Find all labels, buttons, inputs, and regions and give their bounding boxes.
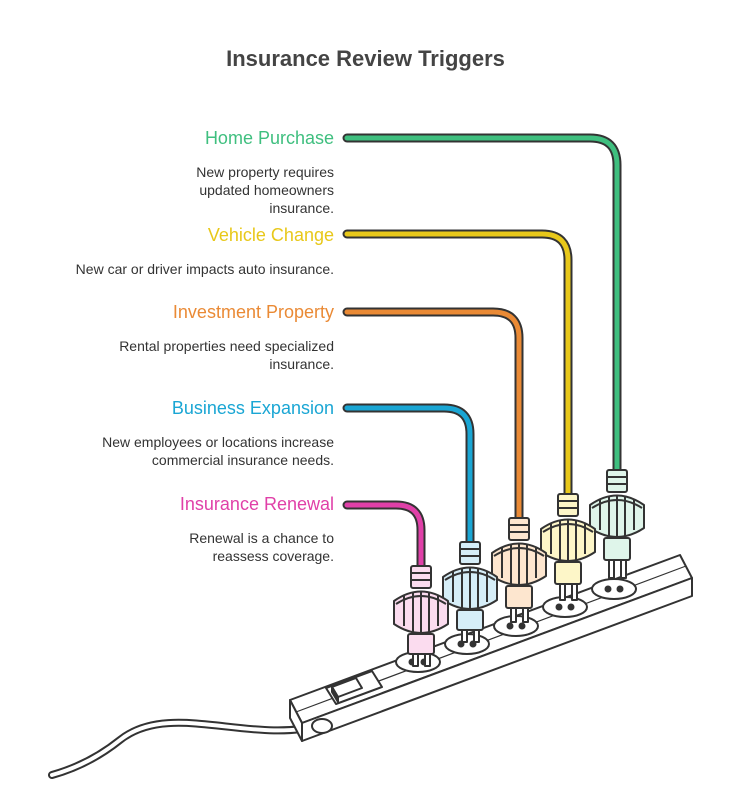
cable-vehicle-change [342,229,573,499]
socket-4 [542,596,588,618]
cable-home-purchase [342,133,622,475]
diagram-title: Insurance Review Triggers [226,46,505,71]
trigger-description: New property requires updated homeowners… [196,164,334,216]
trigger-vehicle-change: Vehicle Change New car or driver impacts… [34,224,334,278]
trigger-home-purchase: Home Purchase New property requires upda… [34,127,334,217]
trigger-description: New car or driver impacts auto insurance… [75,261,334,277]
plug-investment-property [491,517,547,623]
cable-insurance-renewal [342,500,426,571]
trigger-insurance-renewal: Insurance Renewal Renewal is a chance to… [34,493,334,565]
plug-vehicle-change [540,493,596,601]
cable-business-expansion [342,403,475,547]
trigger-investment-property: Investment Property Rental properties ne… [34,301,334,373]
plug-insurance-renewal [393,565,449,667]
power-switch[interactable] [325,670,383,705]
trigger-description: Rental properties need specialized insur… [119,338,334,372]
trigger-title: Insurance Renewal [179,494,334,514]
socket-5 [591,578,637,600]
cable-investment-property [342,307,524,523]
plug-business-expansion [442,541,498,643]
trigger-title: Investment Property [172,302,334,322]
trigger-title: Home Purchase [204,128,334,148]
trigger-business-expansion: Business Expansion New employees or loca… [34,397,334,469]
trigger-title: Vehicle Change [207,225,334,245]
cord-strain-relief [311,718,333,734]
trigger-description: Renewal is a chance to reassess coverage… [189,530,334,564]
power-cord [48,718,326,779]
trigger-title: Business Expansion [171,398,334,418]
trigger-description: New employees or locations increase comm… [102,434,334,468]
plug-home-purchase [589,469,645,579]
